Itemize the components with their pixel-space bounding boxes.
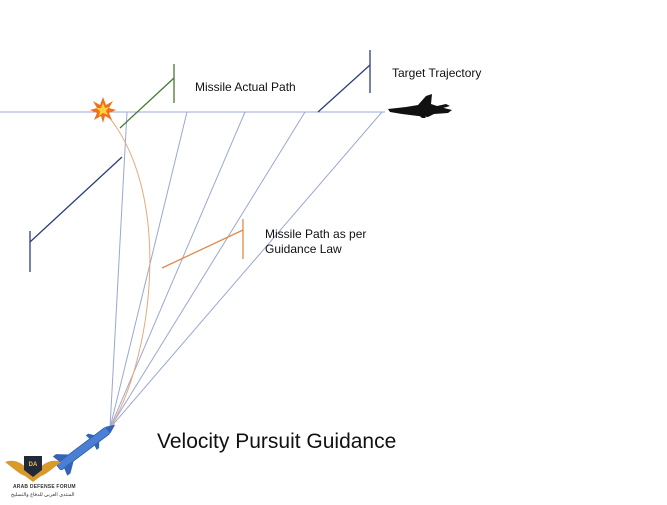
explosion-icon — [90, 97, 116, 123]
label-guidance-path: Missile Path as per Guidance Law — [265, 227, 366, 257]
callout-missile-actual-path — [119, 64, 175, 129]
line-of-sight-group — [109, 111, 383, 429]
missile-icon — [52, 424, 116, 476]
line-of-sight-3 — [109, 111, 246, 429]
eagle-emblem-icon: DA — [5, 456, 61, 482]
logo-caption-en: ARAB DEFENSE FORUM — [13, 484, 76, 490]
fighter-jet-icon — [388, 94, 452, 118]
missile-actual-path-curve — [102, 109, 151, 429]
label-target-trajectory: Target Trajectory — [392, 66, 482, 80]
label-missile-actual-path: Missile Actual Path — [195, 80, 296, 94]
callout-target-trajectory — [317, 50, 371, 113]
line-of-sight-4 — [109, 111, 306, 429]
logo-caption-ar: المنتدى العربي للدفاع والتسليح — [11, 492, 75, 498]
logo-badge-text: DA — [29, 462, 38, 468]
diagram-title: Velocity Pursuit Guidance — [157, 430, 397, 453]
label-guidance-path-line2: Guidance Law — [265, 242, 342, 256]
line-of-sight-5 — [109, 111, 383, 429]
line-of-sight-2 — [109, 111, 188, 429]
callout-trajectory-left — [29, 156, 123, 272]
label-guidance-path-line1: Missile Path as per — [265, 227, 367, 241]
callout-guidance-path — [161, 219, 244, 269]
line-of-sight-1 — [109, 111, 128, 429]
